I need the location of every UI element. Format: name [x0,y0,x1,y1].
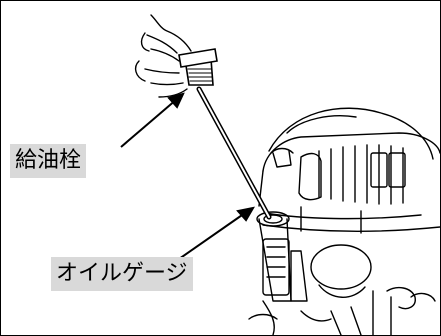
engine-illustration [248,107,440,335]
filler-cap-arrowhead [167,92,185,109]
oil-gauge-arrow-line [178,212,246,260]
leader-arrows [120,92,255,260]
filler-cap-label: 給油栓 [10,144,87,178]
dipstick [178,48,272,220]
hand-illustration [134,14,192,98]
oil-gauge-label: オイルゲージ [51,257,193,291]
filler-cap-arrow-line [120,98,178,148]
oil-gauge-arrowhead [236,206,255,222]
